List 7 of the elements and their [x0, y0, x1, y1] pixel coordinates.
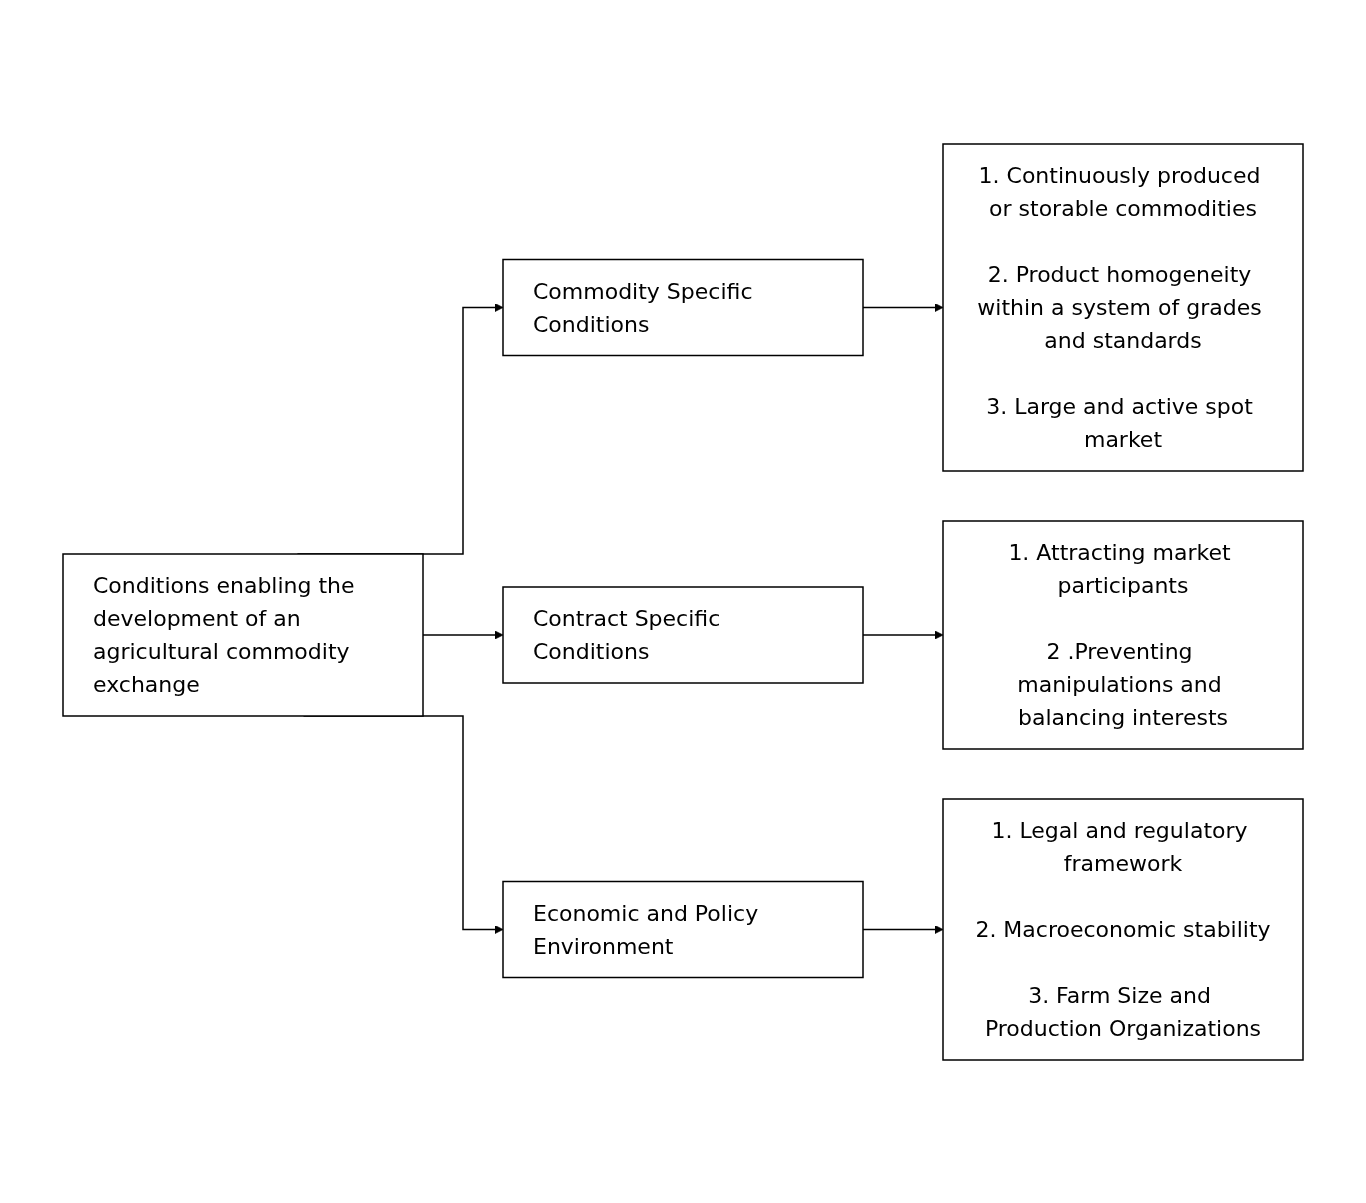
node-box: 1. Continuously produced or storable commodities 2. Product homogeneity within a system of grades and standards 3. Large and active spot market [942, 142, 1304, 472]
node-box: Contract Specific Conditions [502, 585, 864, 684]
node-box: 1. Legal and regulatory framework 2. Macroeconomic stability 3. Farm Size and Production Organizations [942, 797, 1304, 1061]
node-box: Conditions enabling the development of an agricultural commodity exchange [62, 552, 424, 717]
node-box: 1. Attracting market participants 2 .Preventing manipulations and balancing interests [942, 519, 1304, 750]
node-box: Commodity Specific Conditions [502, 258, 864, 356]
node-box: Economic and Policy Environment [502, 880, 864, 978]
